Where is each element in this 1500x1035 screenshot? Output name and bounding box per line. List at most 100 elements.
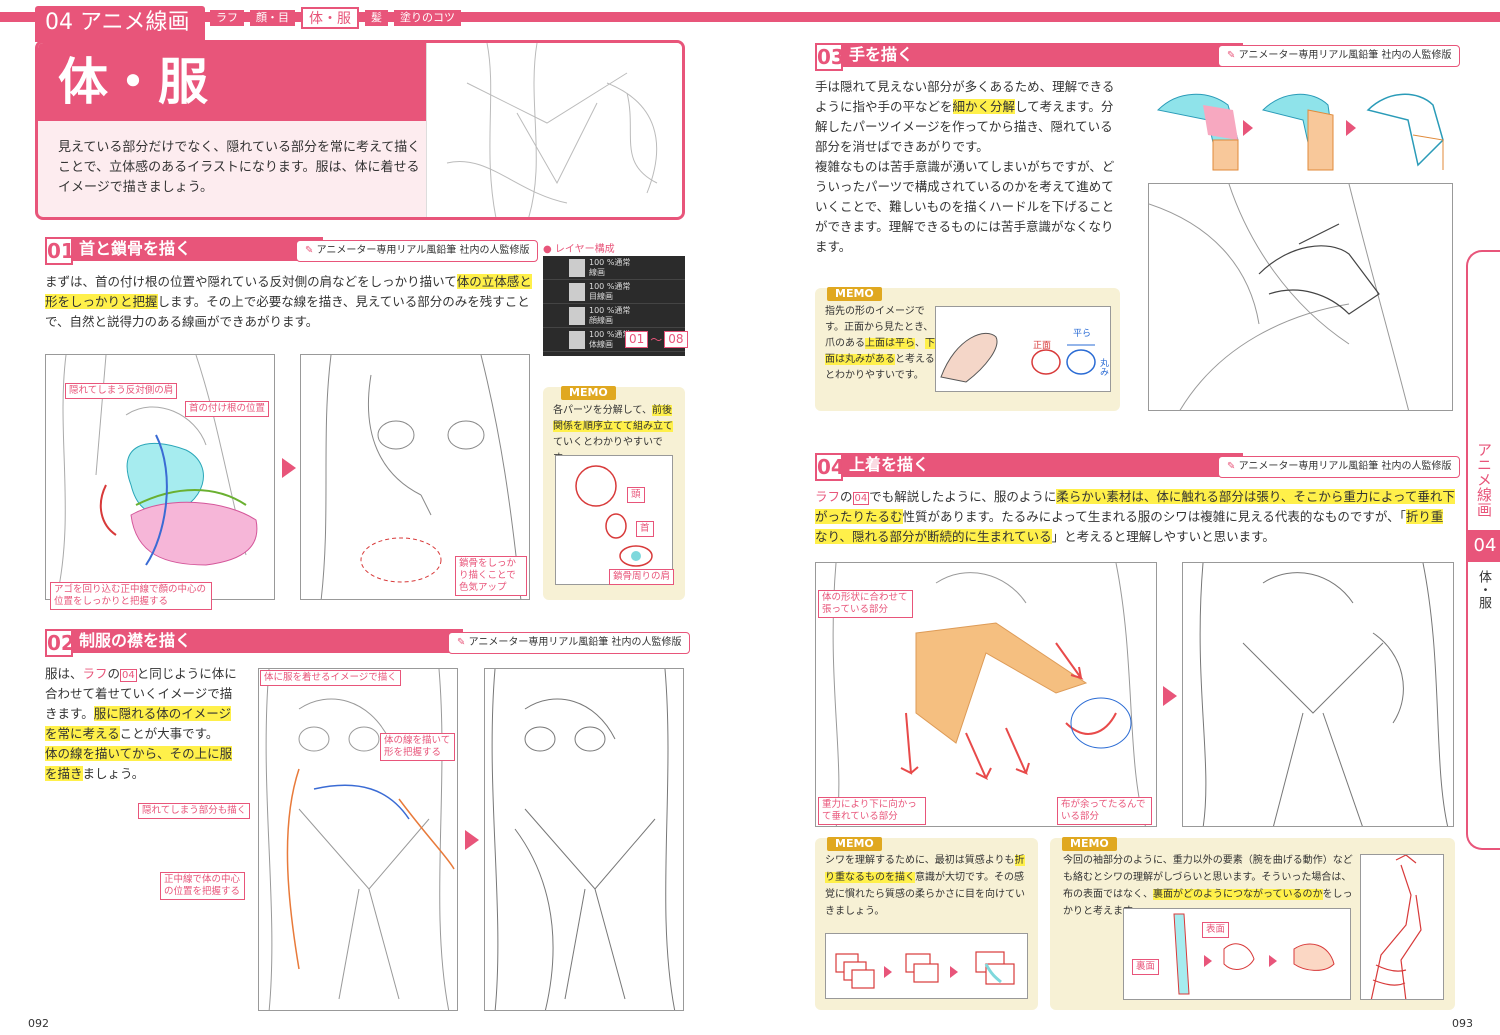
layer-row[interactable]: 100 %通常顔線画 (543, 304, 685, 328)
label-collar: 鎖骨周りの肩 (609, 569, 675, 585)
layer-name: 線画 (589, 268, 605, 277)
section-02-heading: 02 制服の襟を描く (45, 629, 463, 657)
section-01-heading: 01 首と鎖骨を描く (45, 237, 323, 265)
layer-thumbnail (569, 283, 585, 301)
section-04-number: 04 (815, 453, 845, 481)
layer-row[interactable]: 100 %通常目線画 (543, 280, 685, 304)
callout-neck-base: 首の付け根の位置 (185, 401, 270, 417)
section-03-body: 手は隠れて見えない部分が多くあるため、理解できるように指や手の平などを細かく分解… (815, 77, 1125, 257)
section-01-title: 首と鎖骨を描く (73, 237, 323, 261)
memo-fingertip-text-a: 指先の形のイメージです。正面から見たとき、爪のある (825, 306, 934, 349)
collar-sketch-guides (258, 668, 458, 1011)
layer-thumbnail (569, 307, 585, 325)
layer-thumbnail (569, 331, 585, 349)
memo-fingertip-highlight-1: 上面は平ら (865, 338, 915, 349)
section-01-number: 01 (45, 237, 75, 265)
crumb-hair[interactable]: 髪 (365, 10, 388, 26)
crumb-rough[interactable]: ラフ (210, 10, 244, 26)
callout-body-line: 体の線を描いて形を把握する (380, 733, 455, 761)
sleeve-arm-sketch (1360, 854, 1444, 1000)
layer-row[interactable]: 100 %通常体線画 (543, 328, 685, 352)
label-front-surface: 表面 (1202, 922, 1230, 938)
memo-fingertip-text: 指先の形のイメージです。正面から見たとき、爪のある上面は平ら、下面は丸みがあると… (825, 304, 935, 384)
layer-name: 目線画 (589, 292, 613, 301)
section-03-text-b: して考えます。分解したパーツイメージを作ってから描き、隠れている部分を消せばでき… (815, 99, 1114, 154)
hero-title: 体・服 (38, 43, 428, 121)
section-03-pencil-label: ✎ アニメーター専用リアル風鉛筆 社内の人監修版 (1218, 45, 1461, 67)
folder-icon (569, 259, 585, 277)
section-04-text-d: 」と考えると理解しやすいと思います。 (1051, 529, 1275, 544)
section-02-pencil-text: アニメーター専用リアル風鉛筆 社内の人監修版 (468, 637, 682, 648)
memo-fingertip: MEMO 指先の形のイメージです。正面から見たとき、爪のある上面は平ら、下面は丸… (815, 287, 1120, 411)
section-04-pencil-text: アニメーター専用リアル風鉛筆 社内の人監修版 (1238, 461, 1452, 472)
layers-panel: 100 %通常線画 100 %通常目線画 100 %通常顔線画 100 %通常体… (543, 256, 688, 356)
section-02-text-b: の (107, 666, 121, 681)
memo-parts: MEMO 各パーツを分解して、前後関係を順序立てて組み立てていくとわかりやすいで… (543, 386, 685, 600)
memo-fingertip-text-b: 、 (915, 338, 925, 349)
layer-opacity: 100 %通常 (589, 282, 631, 291)
memo-sleeve-text: 今回の袖部分のように、重力以外の要素（腕を曲げる動作）なども絡むとシワの理解がし… (1063, 852, 1353, 920)
chapter-side-tab[interactable]: アニメ線画 04 体・服 (1466, 250, 1500, 850)
link-rough[interactable]: ラフ (815, 489, 841, 504)
section-02-text-a: 服は、 (45, 666, 83, 681)
pencil-icon: ✎ (1227, 461, 1239, 472)
callout-dress-body: 体に服を着せるイメージで描く (260, 670, 401, 686)
section-02-title: 制服の襟を描く (73, 629, 463, 653)
section-03-title: 手を描く (843, 43, 1243, 67)
section-04-heading: 04 上着を描く (815, 453, 1243, 481)
pencil-icon: ✎ (1227, 50, 1239, 61)
memo-folds-text-a: シワを理解するために、最初は質感よりも (825, 855, 1015, 866)
sleeve-surface-diagram (1123, 908, 1351, 1000)
hand-sketch (1148, 183, 1453, 411)
arrow-right-icon (465, 830, 479, 850)
memo-folds-text-b: 意識が大切です。その感覚に慣れたら質感の柔らかさに目を向けていきましょう。 (825, 872, 1025, 917)
ref-04[interactable]: 04 (852, 492, 870, 505)
layer-name: 顔線画 (589, 316, 613, 325)
hand-breakdown-steps (1148, 80, 1453, 175)
arrow-right-icon (1163, 686, 1177, 706)
chapter-text: 04 アニメ線画 (45, 10, 190, 35)
memo-tag: MEMO (827, 837, 882, 851)
section-04-text-a: の (840, 489, 853, 504)
parts-diagram (555, 455, 673, 585)
layer-opacity: 100 %通常 (589, 258, 631, 267)
callout-slack: 布が余ってたるんでいる部分 (1057, 797, 1152, 825)
section-03-text-a: 手は隠れて見えない部分が多くあるため、理解できるように指や手の平などを (815, 79, 1115, 114)
section-03-text-c: 複雑なものは苦手意識が湧いてしまいがちですが、どういったパーツで構成されているの… (815, 159, 1115, 254)
label-front: 正面 (1033, 341, 1052, 351)
crumb-face[interactable]: 顔・目 (250, 10, 295, 26)
section-03-heading: 03 手を描く (815, 43, 1243, 71)
section-01-text-b: します。その上で必要な線を描き、見えている部分のみを残すことで、自然と説得力のあ… (45, 294, 530, 329)
layer-name: 体線画 (589, 340, 613, 349)
memo-sleeve: MEMO 今回の袖部分のように、重力以外の要素（腕を曲げる動作）なども絡むとシワ… (1050, 837, 1455, 1010)
memo-tag: MEMO (827, 287, 882, 301)
range-start: 01 (625, 331, 649, 348)
section-02-pencil-label: ✎ アニメーター専用リアル風鉛筆 社内の人監修版 (448, 632, 691, 654)
section-03-number: 03 (815, 43, 845, 71)
folds-diagram (825, 933, 1028, 999)
layer-row[interactable]: 100 %通常線画 (543, 256, 685, 280)
label-round: 丸み (1098, 358, 1108, 376)
range-sep: 〜 (650, 333, 663, 347)
section-01-pencil-text: アニメーター専用リアル風鉛筆 社内の人監修版 (316, 245, 530, 256)
label-neck: 首 (636, 521, 654, 537)
crumb-coloring[interactable]: 塗りのコツ (394, 10, 461, 26)
section-02-text-d: ことが大事です。 (119, 726, 219, 741)
memo-parts-text-a: 各パーツを分解して、 (553, 405, 652, 416)
link-rough[interactable]: ラフ (82, 666, 108, 681)
collar-sketch-final (484, 668, 684, 1011)
section-02-text-e: ましょう。 (82, 766, 145, 781)
chapter-label: 04 アニメ線画 (35, 6, 205, 42)
jacket-sketch-final (1182, 562, 1454, 827)
memo-tag: MEMO (1062, 837, 1117, 851)
section-02-text-c: と同じように体に合わせて着せていくイメージで描きます。 (45, 666, 237, 721)
ref-04[interactable]: 04 (120, 669, 137, 682)
range-end: 08 (664, 331, 688, 348)
section-02-number: 02 (45, 629, 75, 657)
callout-jaw-centerline: アゴを回り込む正中線で顔の中心の位置をしっかりと把握する (50, 582, 212, 610)
section-04-title: 上着を描く (843, 453, 1243, 477)
crumb-body-current[interactable]: 体・服 (301, 7, 359, 29)
